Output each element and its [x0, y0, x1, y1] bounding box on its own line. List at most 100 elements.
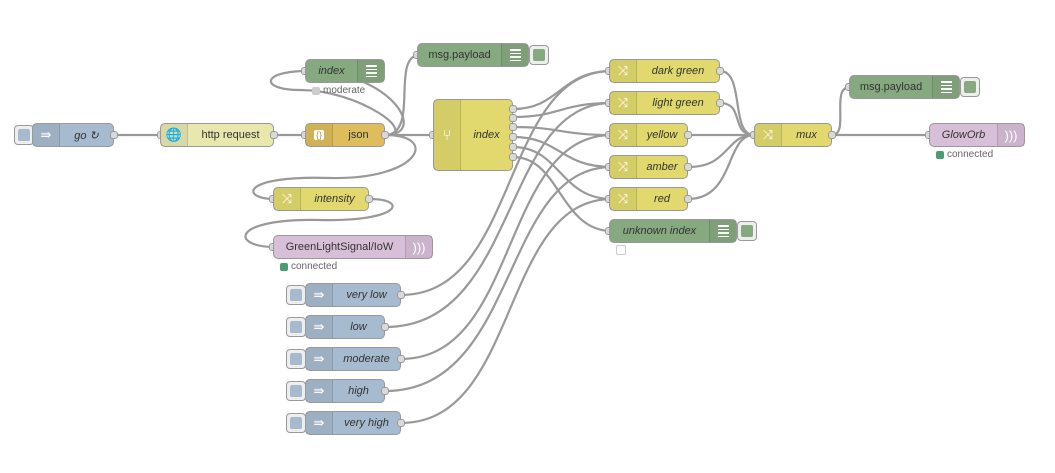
output-port[interactable]: [828, 131, 836, 139]
arrow-right-icon: ⇛: [306, 380, 333, 402]
shuffle-icon: ⤨: [610, 124, 637, 146]
light-green-node[interactable]: ⤨ light green: [609, 91, 720, 115]
node-label: high: [348, 385, 369, 397]
debug-toggle-button[interactable]: [737, 221, 757, 241]
output-port[interactable]: [509, 133, 517, 141]
wifi-icon: ))): [997, 124, 1024, 146]
inject-button-very-low[interactable]: [286, 285, 306, 305]
node-label: very high: [344, 417, 389, 429]
arrow-right-icon: ⇛: [306, 348, 333, 370]
gloworb-mqtt-node[interactable]: GlowOrb ))): [929, 123, 1025, 147]
output-port[interactable]: [381, 387, 389, 395]
amber-node[interactable]: ⤨ amber: [609, 155, 688, 179]
go-inject-button[interactable]: [14, 125, 34, 145]
output-port[interactable]: [397, 355, 405, 363]
node-label: msg.payload: [859, 81, 923, 93]
yellow-node[interactable]: ⤨ yellow: [609, 123, 688, 147]
shuffle-icon: ⤨: [610, 92, 637, 114]
inject-button-very-high[interactable]: [286, 413, 306, 433]
node-label: intensity: [314, 193, 355, 205]
debug-toggle-button[interactable]: [960, 77, 980, 97]
wifi-icon: ))): [405, 236, 432, 258]
list-icon: [357, 60, 384, 82]
switch-icon: ⑂: [434, 100, 461, 170]
inject-button-low[interactable]: [286, 317, 306, 337]
output-port[interactable]: [716, 67, 724, 75]
intensity-node[interactable]: ⤨ intensity: [273, 187, 369, 211]
node-label: light green: [652, 97, 704, 109]
braces-icon: {}: [306, 124, 333, 146]
list-icon: [709, 220, 736, 242]
output-port[interactable]: [509, 143, 517, 151]
payload-debug-node-top[interactable]: msg.payload: [417, 43, 529, 67]
index-switch-node[interactable]: ⑂ index: [433, 99, 513, 171]
globe-icon: 🌐: [161, 124, 188, 146]
greenlight-mqtt-node[interactable]: GreenLightSignal/IoW ))): [273, 235, 433, 259]
output-port[interactable]: [509, 153, 517, 161]
node-label: GlowOrb: [941, 129, 986, 141]
high-inject-node[interactable]: ⇛ high: [305, 379, 385, 403]
arrow-right-icon: ⇛: [306, 316, 333, 338]
dark-green-node[interactable]: ⤨ dark green: [609, 59, 720, 83]
node-label: http request: [201, 129, 260, 141]
output-port[interactable]: [716, 99, 724, 107]
arrow-right-icon: ⇛: [33, 124, 60, 146]
inject-button-high[interactable]: [286, 381, 306, 401]
status-badge: moderate: [312, 85, 365, 96]
node-label: yellow: [646, 129, 678, 141]
node-label: amber: [646, 161, 678, 173]
node-label: json: [348, 129, 369, 141]
node-label: mux: [796, 129, 817, 141]
output-port[interactable]: [397, 291, 405, 299]
output-port[interactable]: [110, 131, 118, 139]
node-label: index: [318, 65, 345, 77]
status-badge: connected: [280, 261, 337, 272]
status-badge: connected: [936, 149, 993, 160]
output-port[interactable]: [397, 419, 405, 427]
http-request-node[interactable]: 🌐 http request: [160, 123, 274, 147]
shuffle-icon: ⤨: [755, 124, 782, 146]
node-label: very low: [346, 289, 387, 301]
very-low-inject-node[interactable]: ⇛ very low: [305, 283, 401, 307]
moderate-inject-node[interactable]: ⇛ moderate: [305, 347, 401, 371]
node-label: msg.payload: [428, 49, 491, 61]
very-high-inject-node[interactable]: ⇛ very high: [305, 411, 401, 435]
shuffle-icon: ⤨: [274, 188, 301, 210]
arrow-right-icon: ⇛: [306, 412, 333, 434]
node-label: red: [654, 193, 670, 205]
payload-debug-node-right[interactable]: msg.payload: [849, 75, 960, 99]
output-port[interactable]: [684, 163, 692, 171]
inject-button-moderate[interactable]: [286, 349, 306, 369]
list-icon: [501, 44, 528, 66]
red-node[interactable]: ⤨ red: [609, 187, 688, 211]
shuffle-icon: ⤨: [610, 60, 637, 82]
output-port[interactable]: [381, 131, 389, 139]
node-label: index: [473, 129, 500, 141]
arrow-right-icon: ⇛: [306, 284, 333, 306]
output-port[interactable]: [684, 131, 692, 139]
low-inject-node[interactable]: ⇛ low: [305, 315, 385, 339]
node-label: go ↻: [74, 129, 99, 142]
shuffle-icon: ⤨: [610, 188, 637, 210]
node-label: GreenLightSignal/IoW: [285, 241, 394, 253]
output-port[interactable]: [509, 105, 517, 113]
node-label: unknown index: [622, 225, 697, 237]
output-port[interactable]: [509, 114, 517, 122]
node-label: moderate: [343, 353, 390, 365]
output-port[interactable]: [684, 195, 692, 203]
output-port[interactable]: [381, 323, 389, 331]
list-icon: [932, 76, 959, 98]
json-node[interactable]: {} json: [305, 123, 385, 147]
node-label: low: [350, 321, 367, 333]
output-port[interactable]: [509, 123, 517, 131]
status-badge: [616, 245, 626, 255]
mux-node[interactable]: ⤨ mux: [754, 123, 832, 147]
index-debug-node[interactable]: index: [305, 59, 385, 83]
unknown-index-debug-node[interactable]: unknown index: [609, 219, 737, 243]
shuffle-icon: ⤨: [610, 156, 637, 178]
output-port[interactable]: [270, 131, 278, 139]
debug-toggle-button[interactable]: [529, 45, 549, 65]
output-port[interactable]: [365, 195, 373, 203]
go-inject-node[interactable]: ⇛ go ↻: [32, 123, 114, 147]
